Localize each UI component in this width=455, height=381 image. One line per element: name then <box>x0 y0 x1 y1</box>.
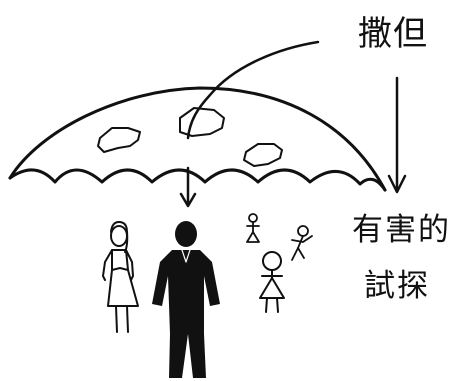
man-figure <box>152 221 220 378</box>
child-figure-running <box>291 225 313 261</box>
child-figure-small-top <box>246 213 260 243</box>
woman-figure <box>102 221 139 333</box>
umbrella-canopy <box>8 86 387 192</box>
threat-label-line1: 有害的 <box>352 212 451 248</box>
cloud-middle <box>179 107 225 137</box>
umbrella-label: 撒但 <box>358 14 428 54</box>
down-arrow-center <box>179 166 197 208</box>
cloud-right <box>243 143 283 167</box>
down-arrow-right <box>387 76 407 194</box>
child-figure-girl <box>259 251 285 313</box>
threat-label-line2: 試探 <box>364 268 430 304</box>
cloud-left <box>97 127 141 153</box>
label-pointer-line <box>186 40 320 140</box>
